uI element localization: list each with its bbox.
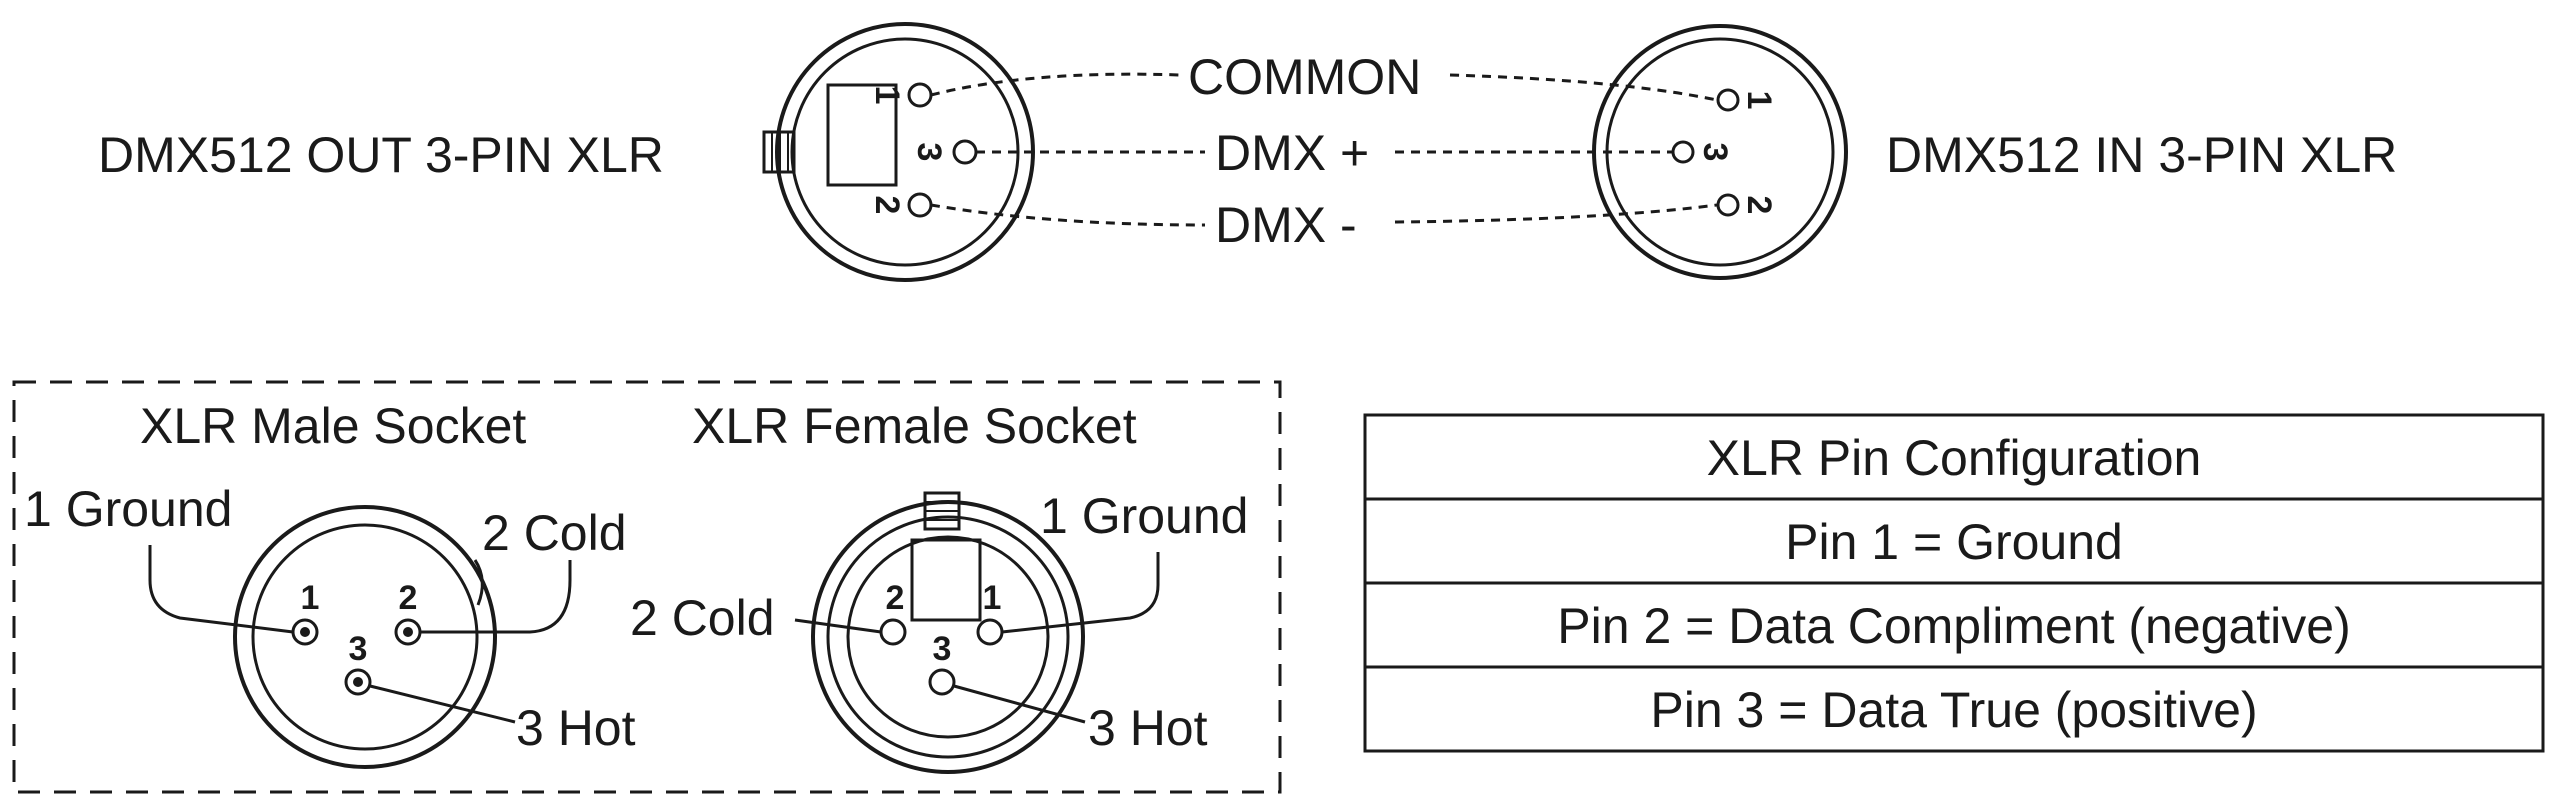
in-pin-3-label: 3 — [1696, 143, 1734, 162]
female-pin-3-label: 3 — [933, 630, 952, 668]
female-socket-title: XLR Female Socket — [692, 398, 1137, 454]
out-pin-2-label: 2 — [868, 196, 906, 215]
female-hot-label: 3 Hot — [1088, 700, 1208, 756]
table-row: Pin 1 = Ground — [1785, 514, 2123, 570]
common-wire-right — [1449, 73, 1718, 102]
male-cold-leader — [420, 560, 572, 634]
male-hot-leader — [369, 684, 516, 724]
sockets-frame — [12, 380, 1282, 794]
dmx-minus-wire-left — [930, 203, 1206, 227]
table-row: Pin 3 = Data True (positive) — [1650, 682, 2257, 738]
in-pin-2-label: 2 — [1740, 196, 1778, 215]
female-hot-leader — [953, 684, 1086, 724]
in-connector: 1 3 2 — [1592, 24, 1848, 280]
out-pin-3-label: 3 — [910, 143, 948, 162]
key-slot — [826, 83, 898, 187]
male-socket-title: XLR Male Socket — [140, 398, 526, 454]
male-hot-label: 3 Hot — [516, 700, 636, 756]
male-ground-leader — [148, 545, 294, 634]
female-cold-label: 2 Cold — [630, 590, 775, 646]
dmx-plus-signal-label: DMX + — [1215, 125, 1369, 181]
male-pin-2-label: 2 — [399, 579, 418, 617]
common-signal-label: COMMON — [1188, 49, 1421, 105]
female-key-slot — [910, 538, 982, 622]
in-connector-label: DMX512 IN 3-PIN XLR — [1886, 127, 2397, 183]
out-pin-1-label: 1 — [868, 86, 906, 105]
signal-wires — [930, 72, 1718, 227]
male-socket: 1 2 3 — [148, 505, 572, 769]
out-connector-label: DMX512 OUT 3-PIN XLR — [98, 127, 664, 183]
female-pin-2-label: 2 — [886, 579, 905, 617]
female-pin-1-label: 1 — [983, 579, 1002, 617]
male-pin-3-label: 3 — [349, 630, 368, 668]
dmx-minus-wire-right — [1394, 203, 1718, 224]
female-ground-label: 1 Ground — [1040, 488, 1248, 544]
male-pin-1-label: 1 — [301, 579, 320, 617]
common-wire-left — [930, 72, 1181, 97]
female-ground-leader — [1001, 552, 1160, 634]
pin-configuration-table: XLR Pin Configuration Pin 1 = Ground Pin… — [1363, 413, 2545, 753]
male-cold-label: 2 Cold — [482, 505, 627, 561]
female-socket: 2 1 3 — [794, 491, 1160, 774]
table-row: Pin 2 = Data Compliment (negative) — [1557, 598, 2350, 654]
in-pin-1-label: 1 — [1740, 91, 1778, 110]
out-connector: 1 3 2 — [762, 22, 1035, 282]
table-header: XLR Pin Configuration — [1707, 430, 2202, 486]
dmx-minus-signal-label: DMX - — [1215, 197, 1357, 253]
female-cold-leader — [794, 618, 882, 634]
male-ground-label: 1 Ground — [24, 481, 232, 537]
